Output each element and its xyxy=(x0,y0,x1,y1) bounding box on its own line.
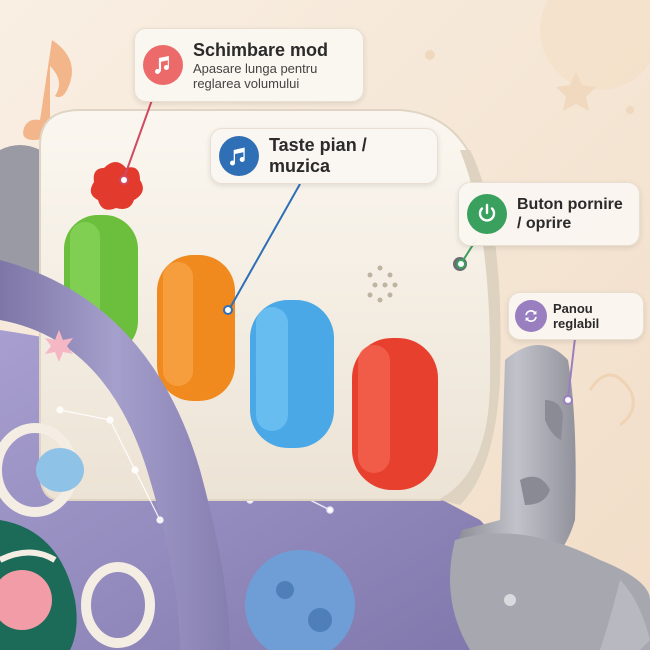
callout-mode-change: Schimbare mod Apasare lunga pentru regla… xyxy=(134,28,364,102)
star-decoration xyxy=(556,72,596,111)
callout-subtitle: Apasare lunga pentru reglarea volumului xyxy=(193,60,318,91)
pointer-line-panel xyxy=(567,337,576,399)
callout-title: Buton pornire / oprire xyxy=(517,196,623,232)
callout-power-button: Buton pornire / oprire xyxy=(458,182,640,246)
callout-piano-keys: Taste pian / muzica xyxy=(210,128,438,184)
rotate-arrows-icon xyxy=(515,300,547,332)
speaker-grill xyxy=(367,265,398,303)
music-notes-icon xyxy=(219,136,259,176)
callout-title: Taste pian / muzica xyxy=(269,135,367,176)
mode-button xyxy=(90,162,143,210)
teether-ring-2 xyxy=(81,562,155,648)
pointer-line-mode xyxy=(123,99,153,179)
music-note-topper xyxy=(23,40,72,140)
callout-title: Panou reglabil xyxy=(553,301,600,331)
music-note-icon xyxy=(143,45,183,85)
power-icon xyxy=(467,194,507,234)
callout-adjustable-panel: Panou reglabil xyxy=(508,292,644,340)
callout-title: Schimbare mod xyxy=(193,39,329,60)
flower-decoration xyxy=(45,330,73,362)
pointer-line-keys xyxy=(229,183,301,309)
play-arch xyxy=(0,260,230,650)
